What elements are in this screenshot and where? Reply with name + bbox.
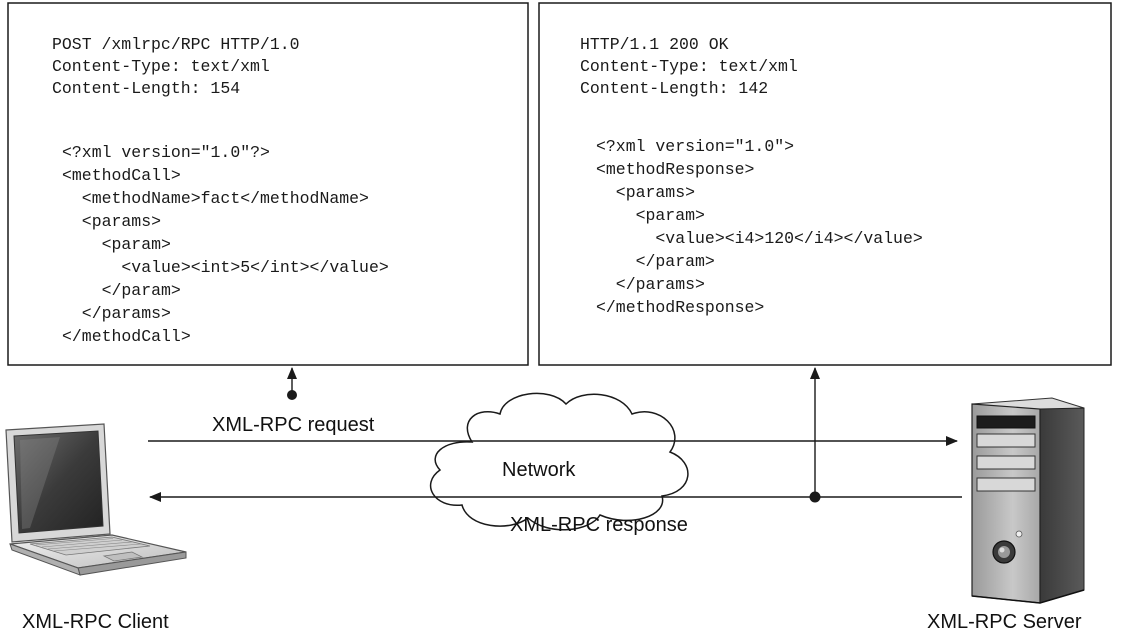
response-xml-line: <param> [596, 206, 705, 225]
server-label: XML-RPC Server [927, 611, 1082, 633]
response-xml-line: </param> [596, 252, 715, 271]
request-xml-line: <value><int>5</int></value> [62, 258, 389, 277]
response-xml-line: <?xml version="1.0"> [596, 137, 794, 156]
request-xml-line: <param> [62, 235, 171, 254]
response-xml-line: <params> [596, 183, 695, 202]
request-connector [287, 367, 297, 400]
response-xml-line: </methodResponse> [596, 298, 764, 317]
request-header-line: POST /xmlrpc/RPC HTTP/1.0 [52, 35, 300, 54]
network-label: Network [502, 459, 576, 481]
response-connector [809, 367, 821, 503]
response-xml-line: </params> [596, 275, 705, 294]
request-header-line: Content-Length: 154 [52, 79, 240, 98]
request-xml-line: <?xml version="1.0"?> [62, 143, 270, 162]
response-box-frame [538, 2, 1112, 366]
request-label: XML-RPC request [212, 414, 375, 436]
request-message-box: POST /xmlrpc/RPC HTTP/1.0 Content-Type: … [7, 2, 529, 366]
response-message-box: HTTP/1.1 200 OK Content-Type: text/xml C… [538, 2, 1112, 366]
response-header-line: HTTP/1.1 200 OK [580, 35, 729, 54]
response-xml-line: <value><i4>120</i4></value> [596, 229, 923, 248]
response-header-line: Content-Type: text/xml [580, 57, 798, 76]
laptop-icon [5, 423, 187, 576]
client-label: XML-RPC Client [22, 611, 169, 633]
response-xml-line: <methodResponse> [596, 160, 754, 179]
request-header-line: Content-Type: text/xml [52, 57, 270, 76]
cloud-icon [429, 392, 689, 531]
request-xml-line: <methodName>fact</methodName> [62, 189, 369, 208]
request-xml-line: </param> [62, 281, 181, 300]
request-xml-line: </methodCall> [62, 327, 191, 346]
server-tower-icon [971, 397, 1085, 604]
request-box-frame [7, 2, 529, 366]
request-xml-line: </params> [62, 304, 171, 323]
request-xml-line: <params> [62, 212, 161, 231]
request-xml-line: <methodCall> [62, 166, 181, 185]
response-label: XML-RPC response [510, 514, 688, 536]
response-header-line: Content-Length: 142 [580, 79, 768, 98]
